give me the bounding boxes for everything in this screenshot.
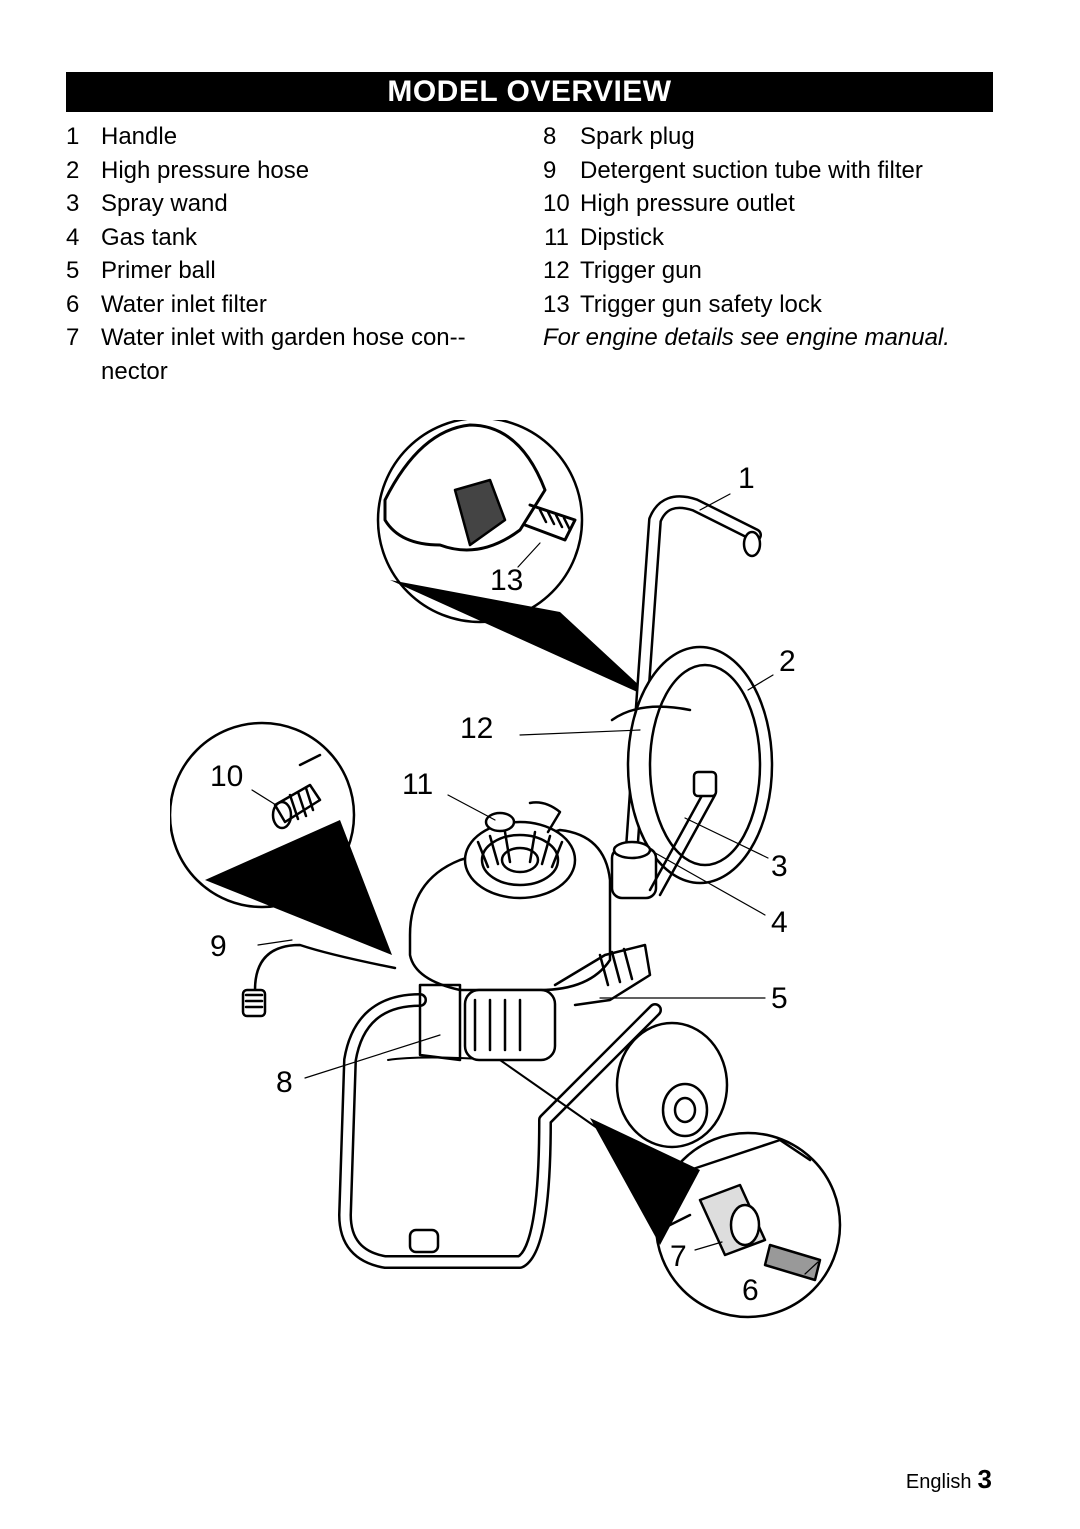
item-label: Gas tank	[101, 223, 198, 251]
list-item: 3 Spray wand	[66, 187, 506, 221]
callout-12: 12	[460, 712, 494, 745]
callout-6: 6	[742, 1274, 759, 1307]
list-item: 12 Trigger gun	[543, 254, 1003, 288]
item-number: 1	[66, 123, 80, 150]
list-item: 8 Spark plug	[543, 120, 1003, 154]
item-label: Trigger gun	[580, 257, 702, 284]
callout-5: 5	[771, 982, 788, 1015]
trigger-gun-detail	[376, 420, 584, 624]
callout-8: 8	[276, 1066, 293, 1099]
callout-9: 9	[210, 930, 227, 963]
item-label: Detergent suction tube with filter	[580, 156, 923, 184]
item-label: Trigger gun safety lock	[580, 290, 822, 318]
page-number: 3	[977, 1464, 992, 1494]
item-number: 3	[66, 190, 80, 217]
engine-note: For engine details see engine manual.	[543, 324, 950, 351]
item-number: 12	[543, 257, 570, 284]
callout-11: 11	[402, 768, 434, 801]
pressure-washer-illustration	[170, 420, 842, 1319]
list-item: 13 Trigger gun safety lock	[543, 288, 1003, 322]
item-label: Water inlet filter	[101, 290, 267, 318]
callout-3: 3	[771, 850, 788, 883]
list-item: 11 Dipstick	[543, 221, 1003, 255]
callout-1: 1	[738, 462, 755, 495]
item-label: High pressure hose	[101, 156, 310, 184]
item-number: 9	[543, 156, 557, 184]
item-number: 8	[543, 123, 557, 150]
footer-language: English	[905, 1471, 972, 1493]
item-number: 10	[543, 190, 570, 217]
item-label: Spray wand	[101, 190, 228, 217]
callout-2: 2	[779, 645, 796, 678]
callout-10: 10	[210, 760, 244, 793]
item-label: Handle	[101, 123, 178, 150]
item-label: Water inlet with garden hose con-­nector	[101, 324, 466, 385]
callout-7: 7	[670, 1240, 687, 1273]
list-item: 2 High pressure hose	[66, 154, 506, 188]
parts-list-right: 8 Spark plug 9 Detergent suction tube with…	[543, 120, 1003, 355]
list-item: 10 High pressure outlet	[543, 187, 1003, 221]
item-number: 13	[543, 290, 570, 318]
item-label: High pressure outlet	[580, 190, 795, 217]
page-title: MODEL OVERVIEW	[66, 72, 993, 112]
item-number: 2	[66, 156, 80, 184]
item-number: 6	[66, 290, 80, 318]
list-item: 4 Gas tank	[66, 221, 506, 255]
callout-13: 13	[490, 564, 524, 597]
item-label: Spark plug	[580, 123, 695, 150]
water-inlet-detail	[654, 1131, 842, 1319]
item-label: Dipstick	[580, 223, 665, 251]
item-label: Primer ball	[101, 257, 216, 284]
item-number: 4	[66, 223, 80, 251]
item-number: 5	[66, 257, 80, 284]
list-item: 9 Detergent suction tube with filter	[543, 154, 1003, 188]
list-item: 7 Water inlet with garden hose con-­necto…	[66, 321, 506, 388]
item-number: 11	[544, 223, 569, 251]
list-item: 1 Handle	[66, 120, 506, 154]
list-item: 5 Primer ball	[66, 254, 506, 288]
callout-4: 4	[771, 906, 788, 939]
list-item: 6 Water inlet filter	[66, 288, 506, 322]
item-number: 7	[66, 324, 80, 351]
